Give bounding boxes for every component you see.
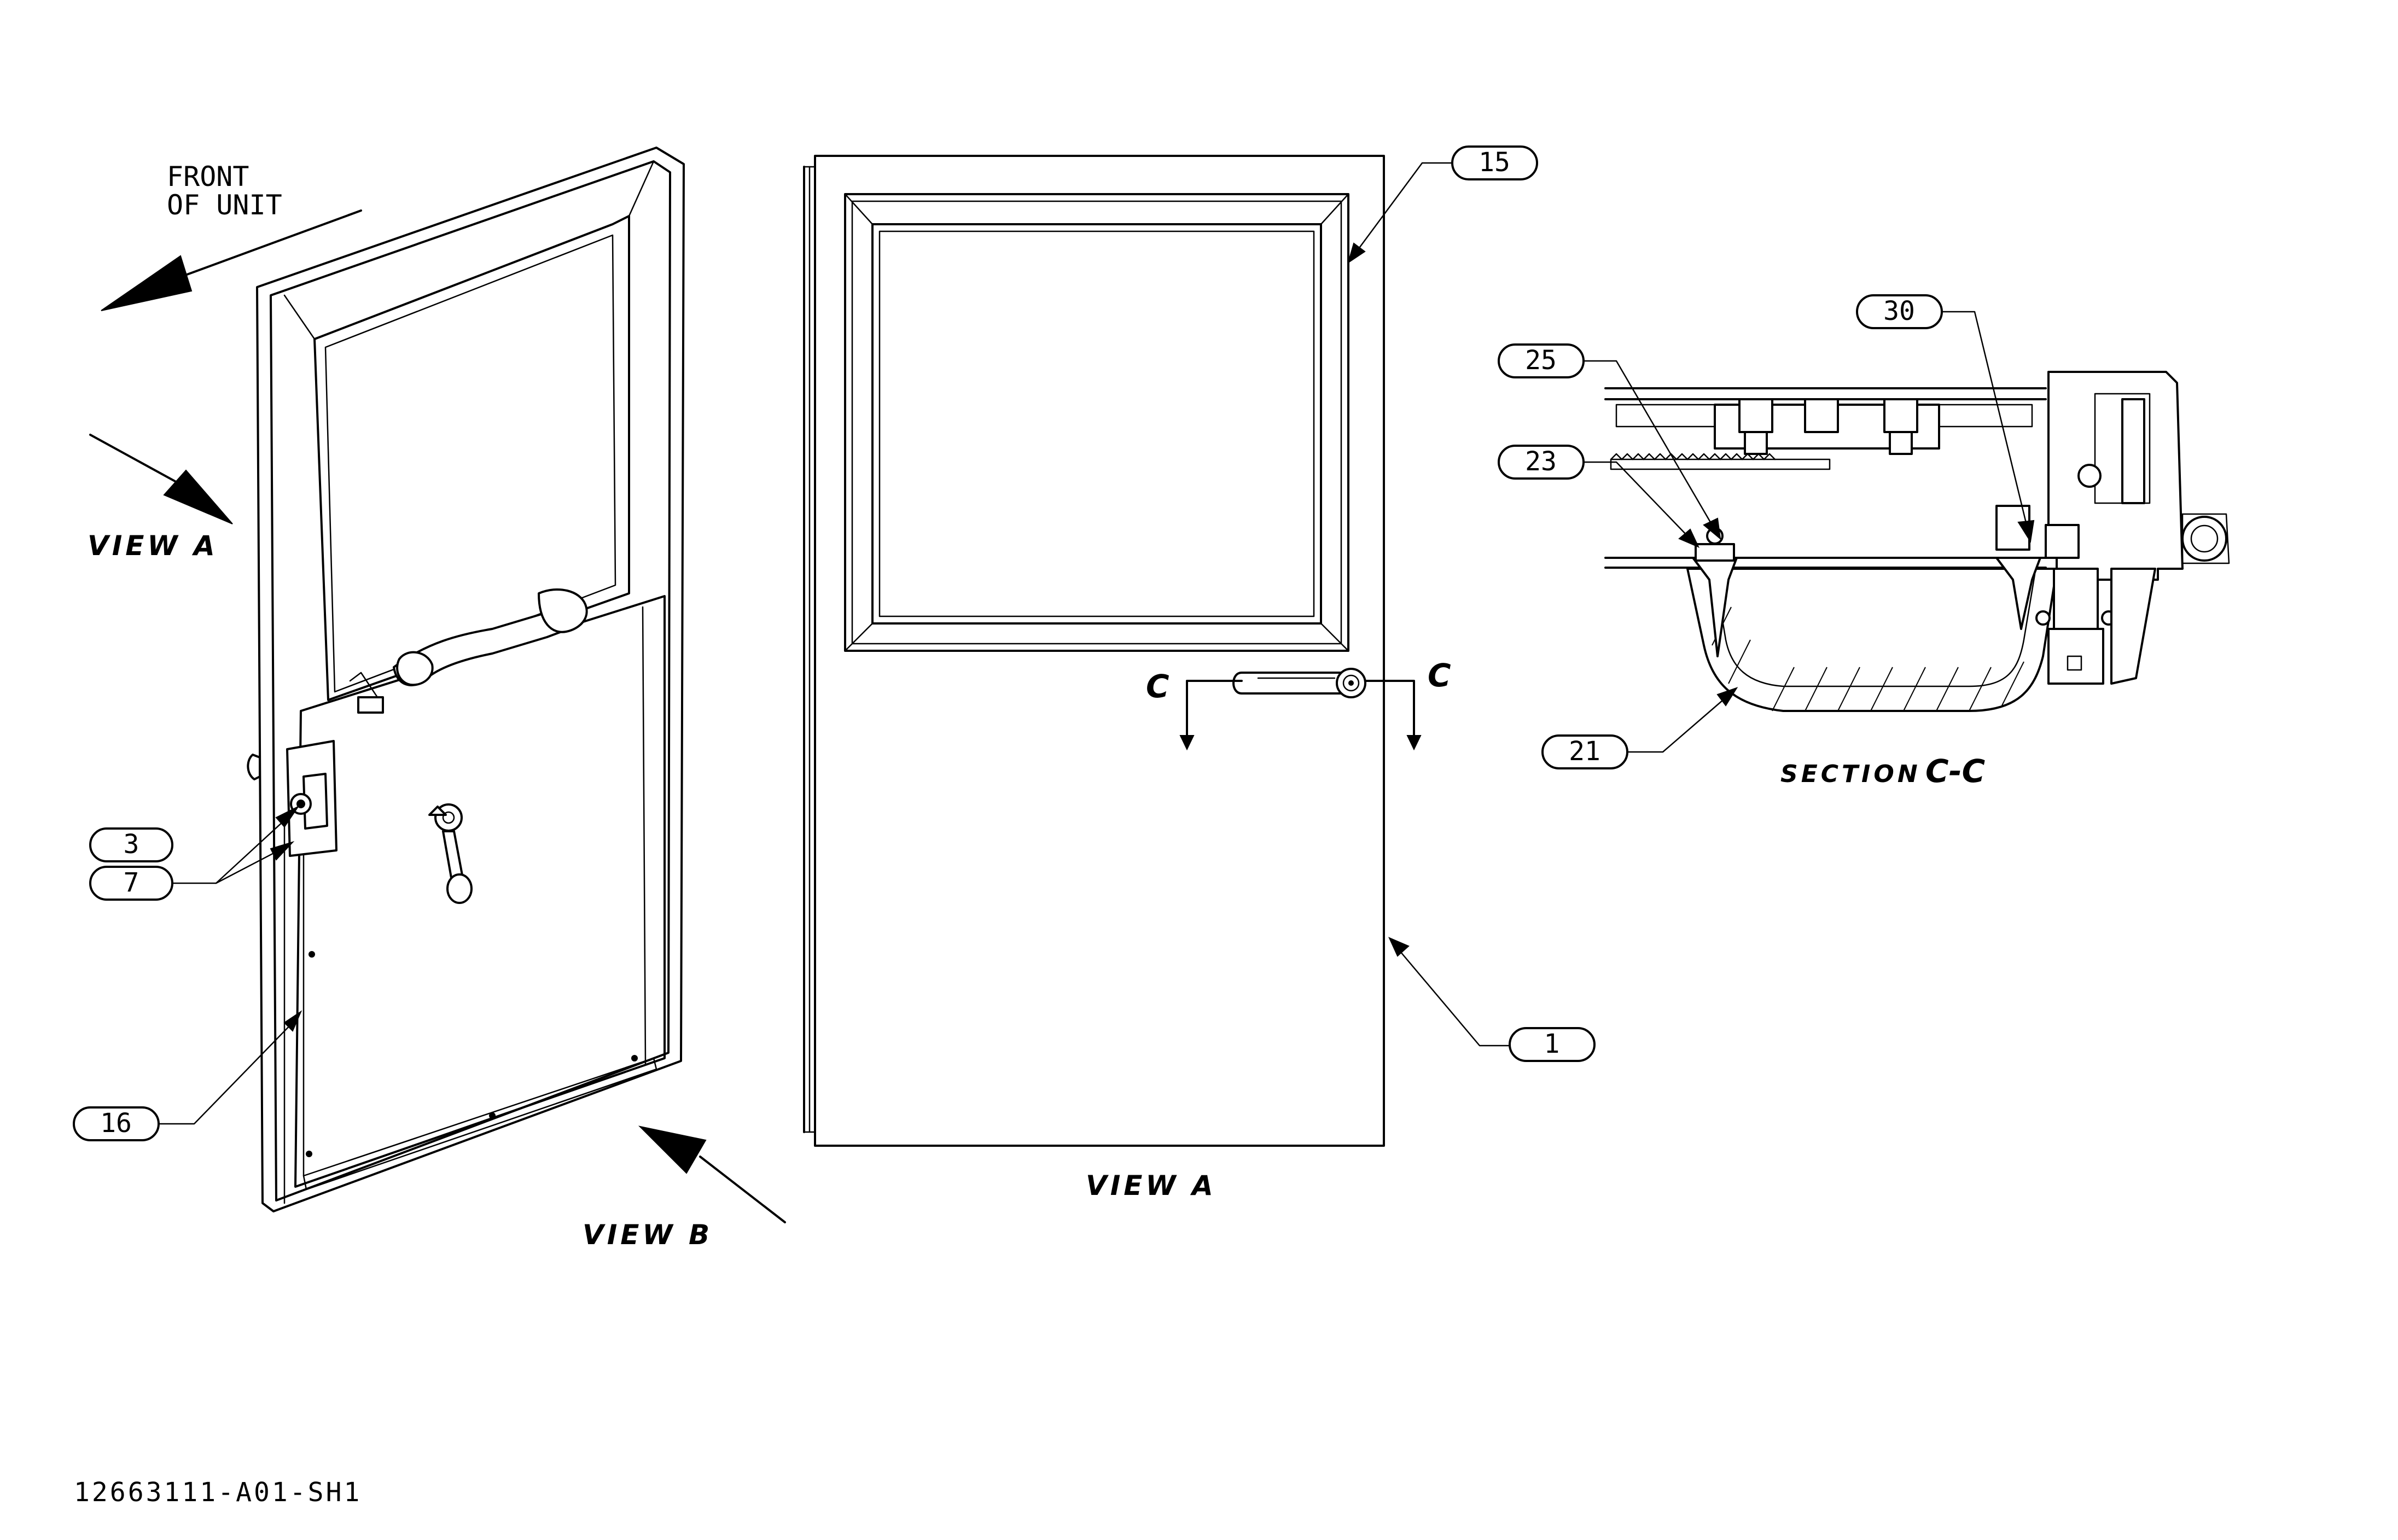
callout-30: 30 (1856, 294, 2035, 543)
leader-21 (1626, 699, 1724, 753)
front-direction-arrowhead (101, 255, 193, 311)
view-b-pointer-arrowhead (638, 1125, 707, 1174)
balloon-15-text: 15 (1479, 147, 1510, 178)
balloon-30-text: 30 (1883, 296, 1915, 326)
leader-30 (1941, 311, 2028, 526)
leader-7a (171, 819, 286, 884)
cut-line-right (1364, 680, 1415, 745)
front-window-outer (844, 193, 1349, 652)
lower-panel (294, 595, 666, 1188)
callout-1: 1 (1388, 937, 1596, 1062)
cut-mark-left: C (1146, 668, 1169, 705)
front-door-outline (814, 155, 1385, 1147)
drawing-number: 12663111-A01-SH1 (74, 1477, 362, 1508)
leader-25 (1582, 360, 1713, 526)
balloon-3-outline (89, 827, 173, 862)
callout-16: 16 (73, 1010, 302, 1141)
balloon-21-text: 21 (1569, 736, 1600, 767)
section-cut-c-c: C C (1146, 657, 1451, 751)
center-view-a-label: VIEW A (1086, 1170, 1217, 1201)
crank-handle (428, 803, 473, 904)
front-window-glass (871, 223, 1322, 625)
window-glass (324, 234, 616, 693)
cut-line-left (1186, 680, 1243, 745)
callout-25: 25 (1498, 343, 1721, 540)
door-inner-frame (270, 160, 671, 1201)
front-view-door (803, 155, 1385, 1147)
section-word: SECTION (1780, 760, 1921, 788)
front-note-line-2: OF UNIT (167, 189, 282, 221)
door-outer-frame (256, 147, 685, 1212)
bottom-rail (302, 1057, 657, 1191)
leader-23 (1582, 461, 1689, 537)
cut-mark-right: C (1428, 657, 1451, 694)
section-title: SECTION C-C (1780, 752, 1985, 790)
panic-bar (349, 588, 588, 714)
view-a-pointer-leader (89, 434, 176, 482)
isometric-door (247, 147, 685, 1212)
balloon-25-text: 25 (1525, 345, 1557, 376)
section-handle-body (1686, 568, 2058, 712)
view-a-pointer: VIEW A (88, 434, 233, 562)
view-b-pointer: VIEW B (583, 1125, 786, 1251)
front-handle (1232, 668, 1366, 698)
balloon-1-outline (1509, 1027, 1596, 1062)
leader-7b (215, 849, 280, 884)
balloon-7-text: 7 (124, 867, 139, 898)
view-b-label: VIEW B (583, 1219, 713, 1251)
section-id: C-C (1925, 752, 1985, 790)
view-b-pointer-leader (699, 1156, 786, 1223)
section-c-c-detail (1604, 371, 2230, 712)
leader-15 (1355, 162, 1453, 253)
balloon-1-text: 1 (1544, 1029, 1560, 1059)
front-of-unit-note: FRONT OF UNIT (101, 161, 362, 311)
view-a-pointer-arrowhead (163, 469, 233, 524)
leader-16 (158, 1022, 294, 1125)
front-direction-leader (174, 209, 362, 280)
window-opening (313, 215, 630, 701)
callout-21: 21 (1541, 687, 1738, 769)
section-hatch (1712, 606, 2024, 711)
callout-23: 23 (1498, 445, 1700, 548)
balloon-3-text: 3 (124, 829, 139, 860)
left-view-a-label: VIEW A (88, 530, 218, 562)
balloon-16-text: 16 (100, 1108, 132, 1139)
callout-3: 3 (89, 827, 173, 862)
balloon-23-text: 23 (1525, 446, 1557, 477)
callout-15: 15 (1347, 145, 1538, 264)
leader-1 (1399, 950, 1511, 1047)
front-note-line-1: FRONT (167, 161, 249, 192)
callout-7: 7 (89, 805, 300, 901)
